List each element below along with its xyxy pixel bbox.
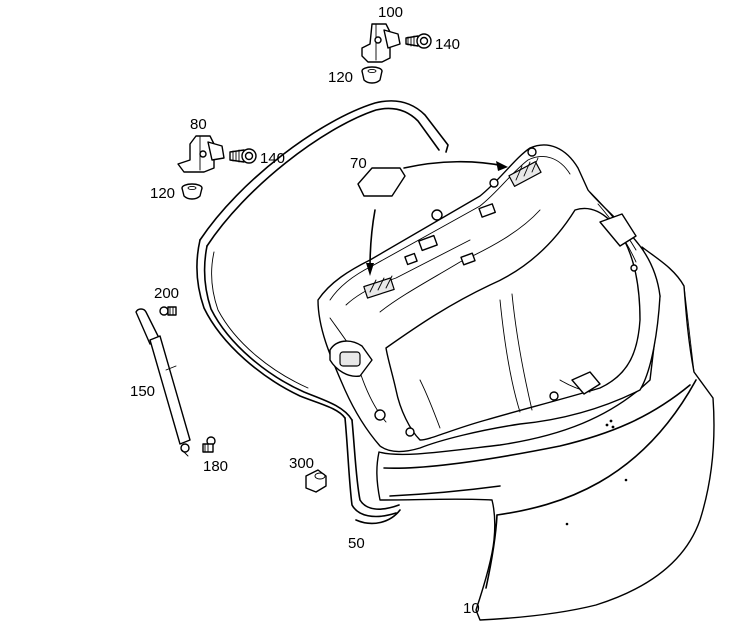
callout-labels: 100 140 120 80 140 120 70 200 150 180 30… <box>130 4 480 617</box>
part-70-pad <box>357 160 508 276</box>
callout-100: 100 <box>378 4 403 21</box>
callout-180: 180 <box>203 458 228 475</box>
part-200-ball-stud <box>159 306 177 316</box>
callout-80: 80 <box>190 116 207 133</box>
part-140-screw-top <box>405 33 432 49</box>
callout-200: 200 <box>154 285 179 302</box>
callout-120-top: 120 <box>328 69 353 86</box>
callout-120-lower: 120 <box>150 185 175 202</box>
callout-140-top: 140 <box>435 36 460 53</box>
callout-150: 150 <box>130 383 155 400</box>
part-50-seal <box>196 100 449 525</box>
part-180-ball-stud <box>202 436 216 453</box>
callout-70: 70 <box>350 155 367 172</box>
part-150-gas-strut <box>135 308 191 457</box>
part-140-screw-lower <box>229 148 257 164</box>
part-300-buffer <box>305 469 327 493</box>
callout-300: 300 <box>289 455 314 472</box>
part-120-bushing-top <box>361 66 383 84</box>
part-80-hinge <box>177 135 225 173</box>
part-120-bushing-lower <box>181 183 203 200</box>
part-100-hinge <box>361 23 401 63</box>
callout-50: 50 <box>348 535 365 552</box>
tailgate-inner-frame <box>317 144 661 453</box>
part-10-tailgate <box>376 246 715 621</box>
callout-140-lower: 140 <box>260 150 285 167</box>
callout-10: 10 <box>463 600 480 617</box>
